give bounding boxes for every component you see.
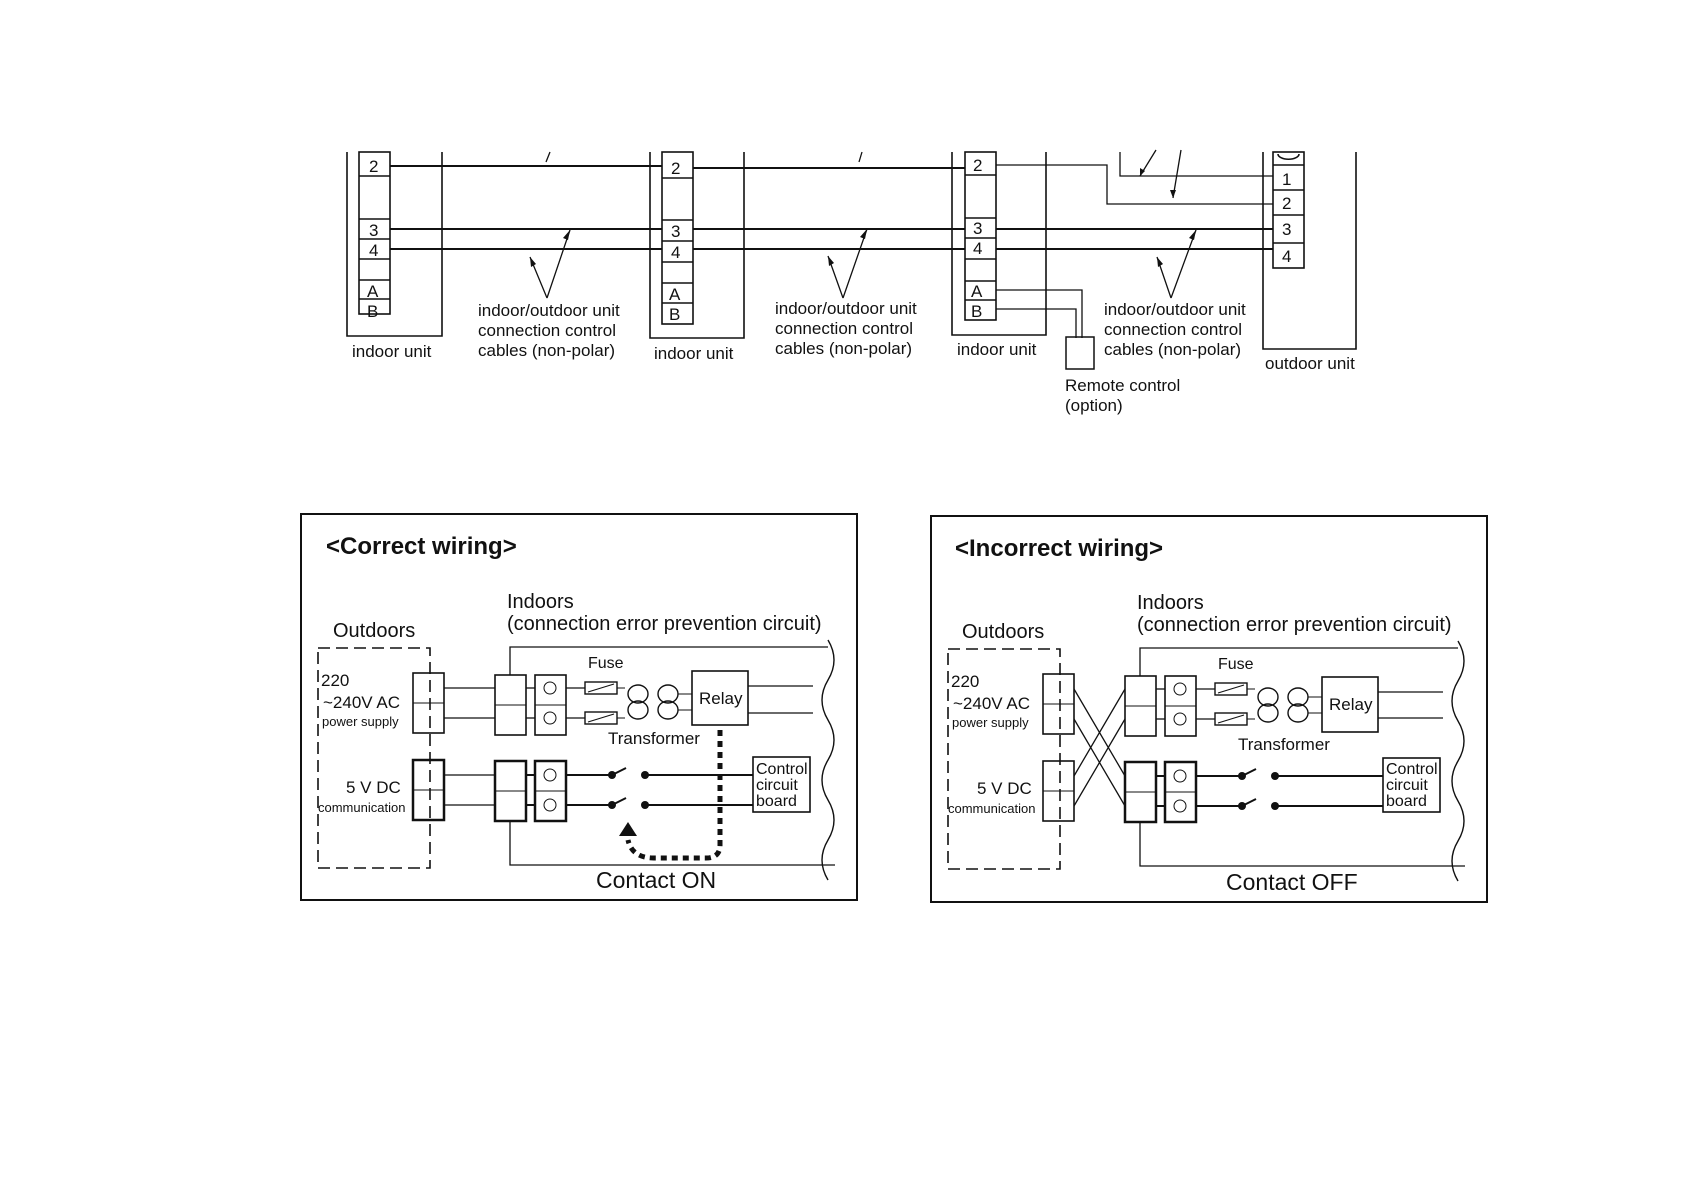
terminal-label: 1 (1282, 170, 1291, 189)
svg-text:connection control: connection control (478, 321, 616, 340)
terminal-label: A (669, 285, 681, 304)
panel-title: <Incorrect wiring> (955, 535, 1163, 562)
svg-text:power supply: power supply (952, 715, 1029, 730)
svg-text:connection control: connection control (1104, 320, 1242, 339)
outdoor-unit: 1 2 3 4 outdoor unit (1262, 151, 1357, 373)
svg-text:connection control: connection control (775, 319, 913, 338)
svg-text:5 V DC: 5 V DC (346, 778, 401, 797)
incorrect-wiring-panel: <Incorrect wiring> Outdoors Indoors (con… (930, 515, 1488, 903)
terminal-label: 3 (671, 222, 680, 241)
terminal-label: 2 (1282, 194, 1291, 213)
contact-status-label: Contact OFF (1226, 869, 1358, 895)
cable-label-1: indoor/outdoor unit connection control c… (478, 301, 620, 360)
terminal-label: B (367, 302, 378, 321)
svg-text:~240V AC: ~240V AC (323, 693, 400, 712)
svg-text:indoor/outdoor unit: indoor/outdoor unit (775, 299, 917, 318)
pointer-arrows (529, 149, 1197, 299)
terminal-label: 2 (671, 159, 680, 178)
svg-text:Control: Control (1386, 761, 1438, 778)
connection-cables (390, 165, 1273, 250)
transformer-label: Transformer (608, 729, 700, 748)
fuse-label: Fuse (588, 655, 624, 672)
terminal-label: 2 (973, 156, 982, 175)
cable-label-2: indoor/outdoor unit connection control c… (775, 299, 917, 358)
terminal-label: 3 (973, 219, 982, 238)
svg-text:board: board (1386, 793, 1427, 810)
svg-text:cables (non-polar): cables (non-polar) (1104, 340, 1241, 359)
transformer-label: Transformer (1238, 735, 1330, 754)
indoors-label: Indoors (507, 591, 574, 613)
terminal-label: 3 (369, 221, 378, 240)
correct-wiring-panel: <Correct wiring> Outdoors Indoors (conne… (300, 513, 858, 901)
svg-text:indoor/outdoor unit: indoor/outdoor unit (478, 301, 620, 320)
indoors-sublabel: (connection error prevention circuit) (507, 613, 822, 635)
terminal-label: 4 (369, 241, 378, 260)
svg-text:circuit: circuit (1386, 777, 1428, 794)
svg-text:Control: Control (756, 761, 808, 778)
outdoors-label: Outdoors (962, 621, 1044, 643)
terminal-label: A (971, 282, 983, 301)
svg-text:5 V DC: 5 V DC (977, 779, 1032, 798)
svg-text:communication: communication (318, 800, 405, 815)
remote-control-sublabel: (option) (1065, 396, 1123, 415)
terminal-label: A (367, 282, 379, 301)
panel-title: <Correct wiring> (326, 533, 517, 560)
svg-text:board: board (756, 793, 797, 810)
unit-interconnection-diagram: 2 3 4 A B indoor unit 2 3 4 A B indoor u… (346, 149, 1357, 415)
cable-label-3: indoor/outdoor unit connection control c… (1104, 300, 1246, 359)
contact-status-label: Contact ON (596, 867, 716, 893)
indoor-unit-2: 2 3 4 A B indoor unit (649, 151, 745, 363)
outdoors-label: Outdoors (333, 620, 415, 642)
remote-control: Remote control (option) (1065, 336, 1180, 415)
relay-label: Relay (699, 689, 743, 708)
indoor-unit-label: indoor unit (957, 340, 1037, 359)
svg-text:~240V AC: ~240V AC (953, 694, 1030, 713)
fuse-label: Fuse (1218, 656, 1254, 673)
terminal-label: B (669, 305, 680, 324)
svg-text:220: 220 (321, 671, 349, 690)
svg-text:220: 220 (951, 672, 979, 691)
indoors-sublabel: (connection error prevention circuit) (1137, 614, 1452, 636)
terminal-label: 4 (973, 239, 982, 258)
indoor-unit-label: indoor unit (352, 342, 432, 361)
remote-control-label: Remote control (1065, 376, 1180, 395)
terminal-label: 4 (671, 243, 680, 262)
relay-label: Relay (1329, 695, 1373, 714)
indoor-unit-label: indoor unit (654, 344, 734, 363)
thin-wires (996, 152, 1273, 338)
svg-text:cables (non-polar): cables (non-polar) (478, 341, 615, 360)
terminal-label: 2 (369, 157, 378, 176)
terminal-label: B (971, 302, 982, 321)
terminal-label: 4 (1282, 247, 1291, 266)
outdoor-unit-label: outdoor unit (1265, 354, 1355, 373)
svg-text:circuit: circuit (756, 777, 798, 794)
svg-text:communication: communication (948, 801, 1035, 816)
svg-text:cables (non-polar): cables (non-polar) (775, 339, 912, 358)
terminal-label: 3 (1282, 220, 1291, 239)
indoor-unit-1: 2 3 4 A B indoor unit (346, 151, 443, 361)
svg-text:indoor/outdoor unit: indoor/outdoor unit (1104, 300, 1246, 319)
indoors-label: Indoors (1137, 592, 1204, 614)
svg-text:power supply: power supply (322, 714, 399, 729)
indoor-unit-3: 2 3 4 A B indoor unit (951, 151, 1047, 359)
